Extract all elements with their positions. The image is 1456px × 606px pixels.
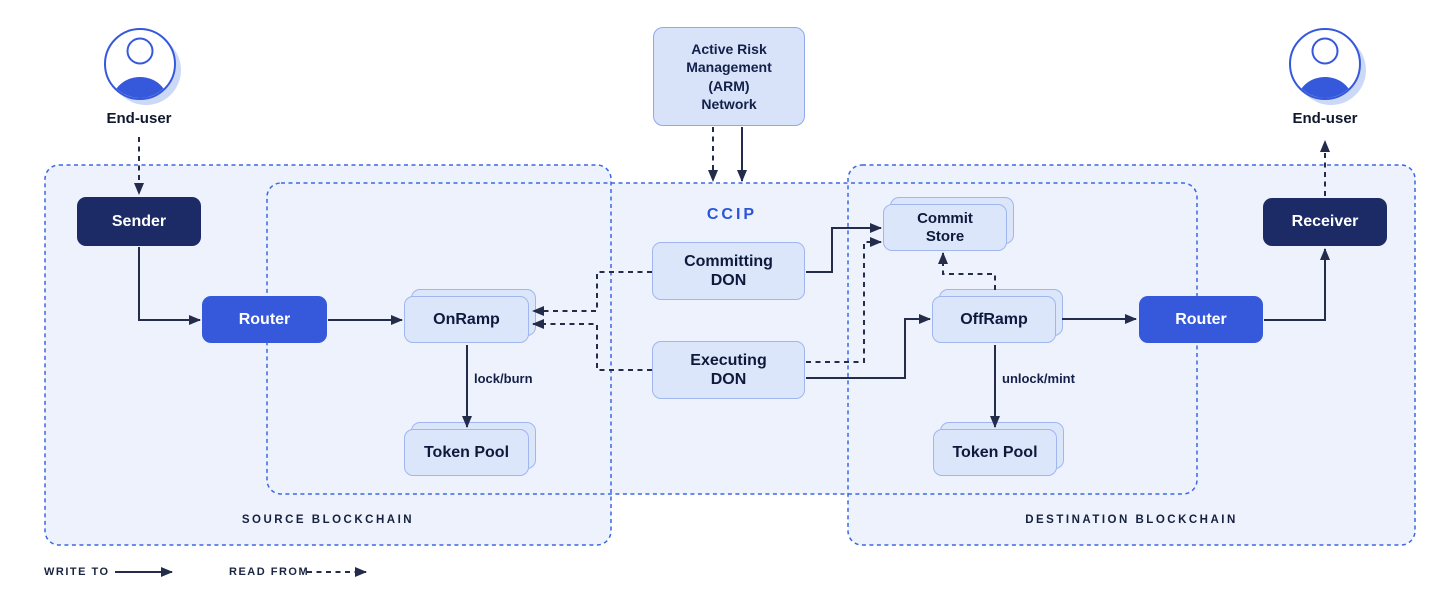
onramp-node: OnRamp xyxy=(404,289,536,343)
committing-don-node: Committing DON xyxy=(652,242,805,300)
arm-network-label: Active Risk Management (ARM) Network xyxy=(686,40,772,114)
end-user-right-icon xyxy=(1289,28,1366,105)
source-router-label: Router xyxy=(238,310,291,328)
ccip-title: CCIP xyxy=(706,206,758,223)
source-blockchain-label: SOURCE BLOCKCHAIN xyxy=(241,514,415,526)
edge-dest-router-to-receiver xyxy=(1264,248,1330,321)
source-token-pool-label: Token Pool xyxy=(423,443,510,461)
destination-blockchain-label: DESTINATION BLOCKCHAIN xyxy=(1025,514,1238,526)
arm-line-2: Management xyxy=(686,59,772,76)
arm-network-node: Active Risk Management (ARM) Network xyxy=(653,27,805,126)
committing-don-line-2: DON xyxy=(710,272,747,289)
onramp-label: OnRamp xyxy=(433,310,500,328)
end-user-right-label: End-user xyxy=(1292,110,1358,127)
arm-line-4: Network xyxy=(701,95,757,112)
edge-executing-don-to-commit-store xyxy=(806,237,882,363)
dest-token-pool-label: Token Pool xyxy=(952,443,1038,461)
arm-line-3: (ARM) xyxy=(708,77,750,94)
edge-committing-don-to-commit-store xyxy=(806,223,882,273)
offramp-label: OffRamp xyxy=(960,310,1028,328)
sender-label: Sender xyxy=(111,212,167,230)
end-user-left-label: End-user xyxy=(106,110,172,127)
committing-don-line-1: Committing xyxy=(684,252,773,270)
edge-committing-don-to-onramp xyxy=(532,271,652,316)
edge-executing-don-to-offramp xyxy=(806,314,931,379)
executing-don-node: Executing DON xyxy=(652,341,805,399)
lock-burn-label: lock/burn xyxy=(474,371,533,386)
source-router-node: Router xyxy=(202,296,327,343)
edge-offramp-to-commit-store xyxy=(938,252,996,290)
executing-don-line-1: Executing xyxy=(690,351,767,369)
dest-router-node: Router xyxy=(1139,296,1263,343)
offramp-node: OffRamp xyxy=(932,289,1063,343)
edge-executing-don-to-onramp xyxy=(532,319,652,371)
commit-store-node: Commit Store xyxy=(883,197,1014,251)
commit-store-line-2: Store xyxy=(925,227,965,245)
receiver-node: Receiver xyxy=(1263,198,1387,246)
end-user-left-icon xyxy=(104,28,181,105)
commit-store-line-1: Commit xyxy=(917,210,973,228)
legend-read-from-label: READ FROM xyxy=(229,566,310,578)
receiver-label: Receiver xyxy=(1291,213,1359,231)
arm-line-1: Active Risk xyxy=(691,40,767,57)
dest-token-pool-node: Token Pool xyxy=(933,422,1064,476)
edge-sender-to-source-router xyxy=(138,247,201,325)
executing-don-line-2: DON xyxy=(710,371,747,388)
dest-router-label: Router xyxy=(1175,310,1227,328)
legend-write-to-label: WRITE TO xyxy=(44,566,110,578)
sender-node: Sender xyxy=(77,197,201,246)
source-token-pool-node: Token Pool xyxy=(404,422,536,476)
unlock-mint-label: unlock/mint xyxy=(1002,371,1075,386)
